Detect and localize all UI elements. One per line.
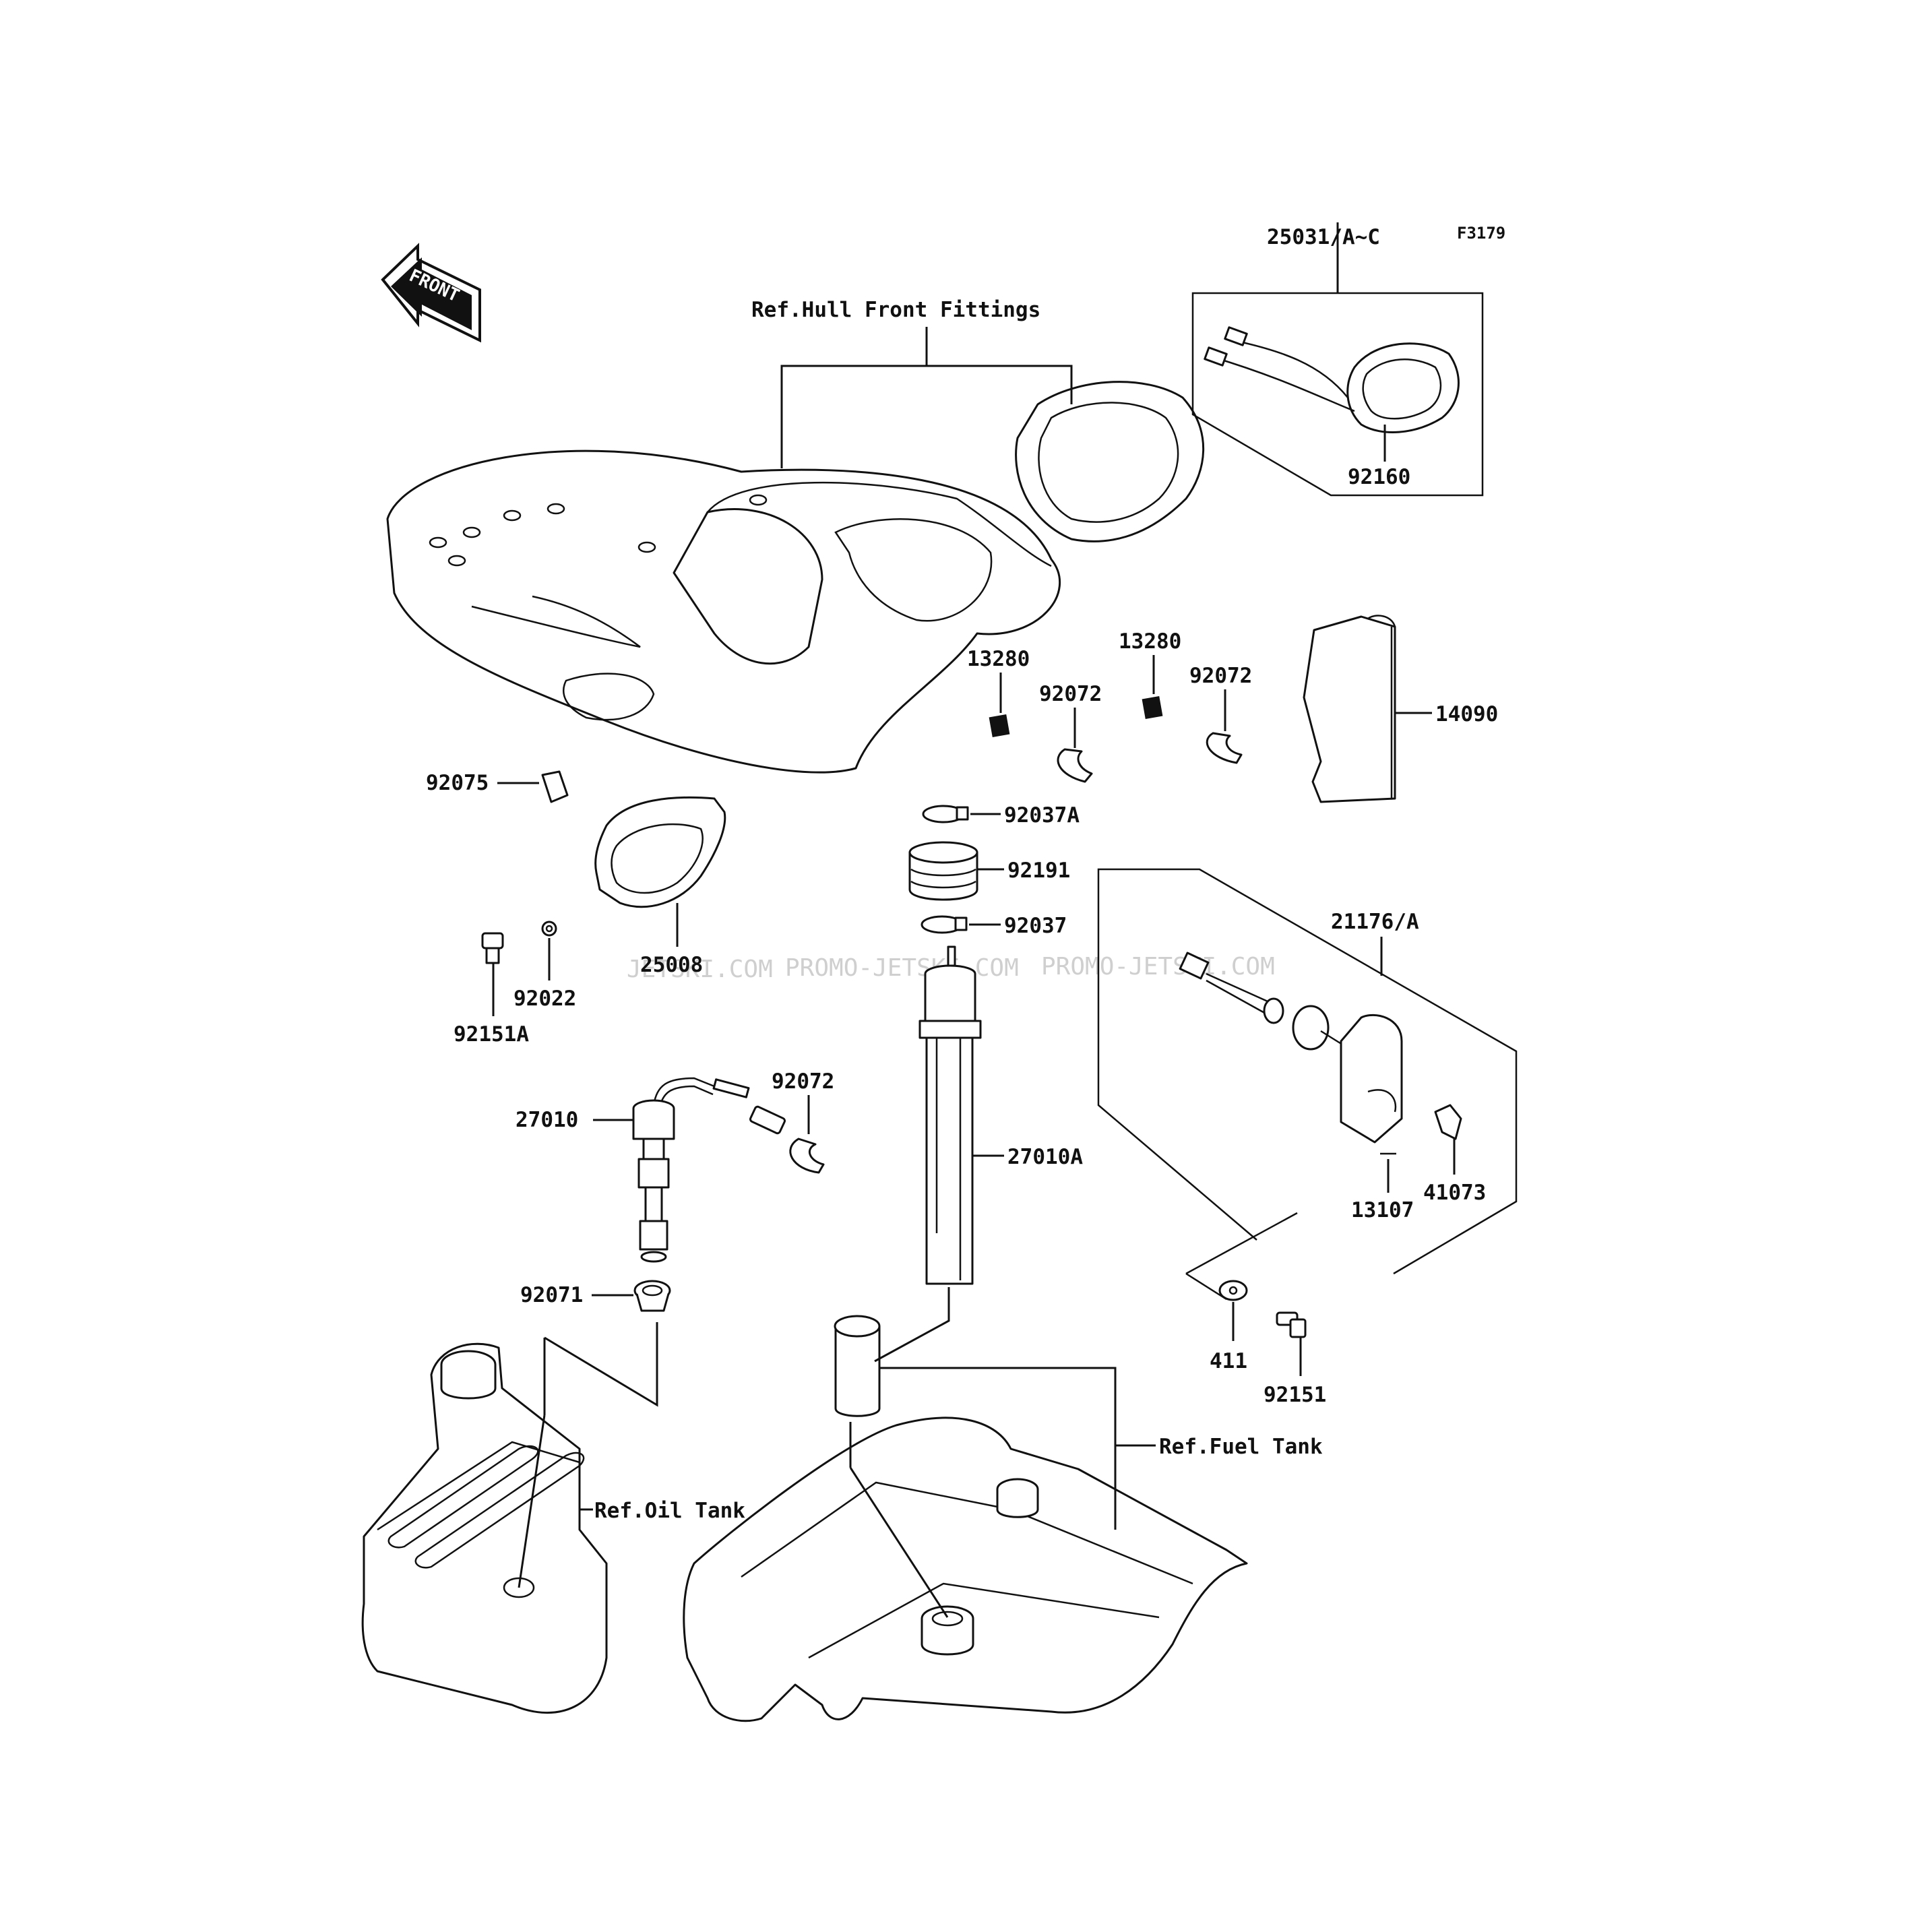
clamp-92072-c: 92072 <box>772 1069 834 1174</box>
ref-oil-tank-label: Ref.Oil Tank <box>594 1499 745 1523</box>
bracket-25008: 25008 <box>594 796 726 977</box>
watermark-1: JETSKI.COM <box>627 956 773 983</box>
meter-bezel <box>1015 381 1205 542</box>
label-13280-a: 13280 <box>967 647 1030 671</box>
cap-92075: 92075 <box>426 770 569 803</box>
label-41073: 41073 <box>1423 1181 1486 1205</box>
hull-front-deck <box>386 449 1061 774</box>
decal-13280-b: 13280 <box>1119 629 1181 720</box>
label-92072-c: 92072 <box>772 1069 834 1094</box>
float-assembly-box: 21176/A 41073 13107 <box>1097 868 1518 1301</box>
label-92022: 92022 <box>513 987 576 1011</box>
fuel-sender-27010A: 27010A <box>918 945 1083 1285</box>
oil-tank: Ref.Oil Tank <box>361 1322 745 1714</box>
label-92160: 92160 <box>1348 465 1410 489</box>
clamp-92037A: 92037A <box>922 803 1080 828</box>
label-92072-b: 92072 <box>1189 664 1252 688</box>
label-92072-a: 92072 <box>1039 682 1102 706</box>
clamp-92072-b: 92072 <box>1189 664 1252 764</box>
bolt-92151A: 92151A <box>454 932 529 1047</box>
figure-code: F3179 <box>1457 224 1505 243</box>
oil-sensor-27010: 27010 <box>516 1077 786 1263</box>
watermark-2: PROMO-JETSKI.COM <box>785 954 1019 982</box>
clamp-92072-a: 92072 <box>1039 682 1102 783</box>
grommet-92071: 92071 <box>520 1280 671 1312</box>
label-92037: 92037 <box>1004 914 1067 938</box>
clamp-92037: 92037 <box>921 914 1067 938</box>
label-27010: 27010 <box>516 1108 578 1132</box>
washer-411: 411 <box>1210 1280 1248 1373</box>
label-92151: 92151 <box>1264 1383 1326 1407</box>
label-21176: 21176/A <box>1331 910 1419 934</box>
meter-assembly-box: 25031/A~C 92160 <box>1191 222 1484 497</box>
label-92037A: 92037A <box>1004 803 1080 828</box>
bolt-92151: 92151 <box>1264 1311 1326 1407</box>
label-13280-b: 13280 <box>1119 629 1181 654</box>
label-411: 411 <box>1210 1349 1247 1373</box>
ref-fuel-tank-label: Ref.Fuel Tank <box>1159 1435 1323 1459</box>
cover-14090: 14090 <box>1303 615 1498 803</box>
washer-92022: 92022 <box>513 921 576 1011</box>
label-92075: 92075 <box>426 771 489 795</box>
label-27010A: 27010A <box>1007 1145 1083 1169</box>
watermark-3: PROMO-JETSKI.COM <box>1041 953 1275 980</box>
front-arrow-icon: FRONT <box>381 243 481 343</box>
grommet-92191: 92191 <box>908 841 1070 901</box>
label-92151A: 92151A <box>454 1022 529 1047</box>
watermark: JETSKI.COM PROMO-JETSKI.COM PROMO-JETSKI… <box>627 953 1275 983</box>
hull-ref-bracket: Ref.Hull Front Fittings <box>751 298 1073 468</box>
label-25008: 25008 <box>640 953 703 977</box>
label-14090: 14090 <box>1435 702 1498 726</box>
label-92191: 92191 <box>1007 859 1070 883</box>
decal-13280-a: 13280 <box>967 647 1030 738</box>
label-25031: 25031/A~C <box>1267 225 1380 249</box>
label-92071: 92071 <box>520 1283 583 1307</box>
label-13107: 13107 <box>1351 1198 1414 1222</box>
fuel-tank: Ref.Fuel Tank <box>683 1287 1323 1722</box>
ref-hull-label: Ref.Hull Front Fittings <box>751 298 1040 322</box>
